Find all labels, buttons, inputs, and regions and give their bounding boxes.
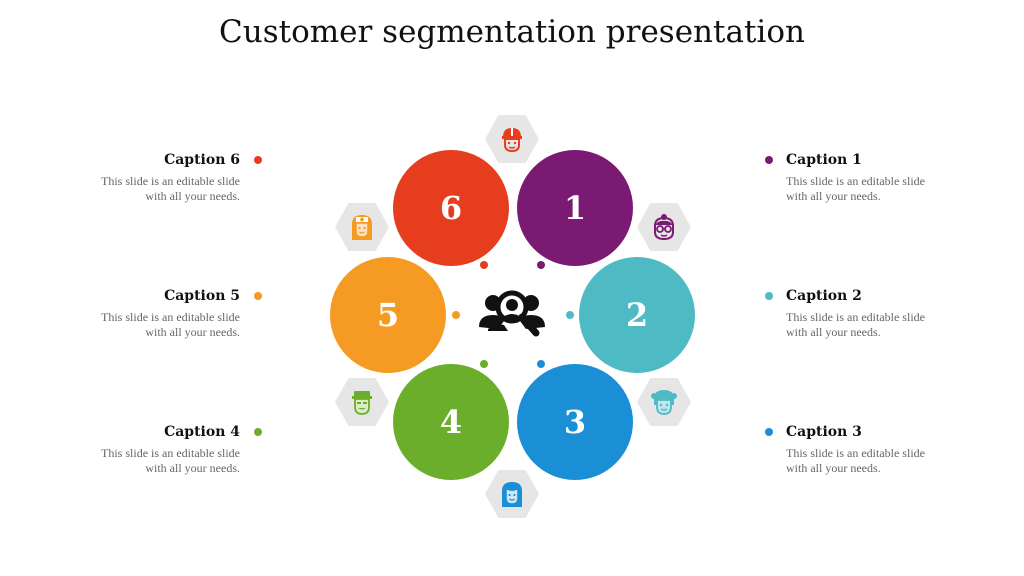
caption-2-line1: This slide is an editable slide — [786, 310, 925, 324]
caption-1-title: Caption 1 — [786, 152, 862, 168]
caption-3: Caption 3 This slide is an editable slid… — [786, 424, 986, 476]
segment-circle-3: 3 — [517, 364, 633, 480]
caption-5-dot — [254, 292, 262, 300]
caption-2-title: Caption 2 — [786, 288, 862, 304]
caption-1-line2: with all your needs. — [786, 189, 881, 203]
caption-2: Caption 2 This slide is an editable slid… — [786, 288, 986, 340]
girl-icon — [637, 378, 691, 426]
segment-circle-2: 2 — [579, 257, 695, 373]
caption-5-text: This slide is an editable slide with all… — [40, 310, 240, 340]
customer-search-icon — [476, 285, 548, 345]
segment-1-number: 1 — [563, 189, 587, 227]
nurse-icon — [335, 203, 389, 251]
man-cap-icon — [335, 378, 389, 426]
caption-2-line2: with all your needs. — [786, 325, 881, 339]
segment-4-number: 4 — [439, 403, 463, 441]
segment-5-number: 5 — [376, 296, 400, 334]
slide-title: Customer segmentation presentation — [219, 14, 805, 50]
segment-6-number: 6 — [439, 189, 463, 227]
woman-icon — [485, 470, 539, 518]
worker-helmet-icon — [485, 115, 539, 163]
segment-circle-4: 4 — [393, 364, 509, 480]
caption-6-dot — [254, 156, 262, 164]
segment-circle-6: 6 — [393, 150, 509, 266]
caption-6-line2: with all your needs. — [145, 189, 240, 203]
caption-2-text: This slide is an editable slide with all… — [786, 310, 986, 340]
inner-dot-3 — [537, 360, 545, 368]
caption-1-text: This slide is an editable slide with all… — [786, 174, 986, 204]
caption-6-title: Caption 6 — [164, 152, 240, 168]
caption-1-dot — [765, 156, 773, 164]
caption-4-dot — [254, 428, 262, 436]
inner-dot-4 — [480, 360, 488, 368]
caption-6: Caption 6 This slide is an editable slid… — [40, 152, 240, 204]
segment-circle-5: 5 — [330, 257, 446, 373]
caption-4: Caption 4 This slide is an editable slid… — [40, 424, 240, 476]
caption-3-line2: with all your needs. — [786, 461, 881, 475]
segment-circle-1: 1 — [517, 150, 633, 266]
caption-3-title: Caption 3 — [786, 424, 862, 440]
caption-3-line1: This slide is an editable slide — [786, 446, 925, 460]
caption-4-title: Caption 4 — [164, 424, 240, 440]
caption-1-line1: This slide is an editable slide — [786, 174, 925, 188]
grandmother-glasses-icon — [637, 203, 691, 251]
caption-4-line2: with all your needs. — [145, 461, 240, 475]
caption-5-title: Caption 5 — [164, 288, 240, 304]
caption-3-dot — [765, 428, 773, 436]
segment-3-number: 3 — [563, 403, 587, 441]
caption-4-text: This slide is an editable slide with all… — [40, 446, 240, 476]
inner-dot-2 — [566, 311, 574, 319]
caption-3-text: This slide is an editable slide with all… — [786, 446, 986, 476]
caption-4-line1: This slide is an editable slide — [101, 446, 240, 460]
caption-1: Caption 1 This slide is an editable slid… — [786, 152, 986, 204]
caption-2-dot — [765, 292, 773, 300]
caption-5-line2: with all your needs. — [145, 325, 240, 339]
inner-dot-5 — [452, 311, 460, 319]
inner-dot-6 — [480, 261, 488, 269]
inner-dot-1 — [537, 261, 545, 269]
caption-5: Caption 5 This slide is an editable slid… — [40, 288, 240, 340]
caption-5-line1: This slide is an editable slide — [101, 310, 240, 324]
segment-2-number: 2 — [625, 296, 649, 334]
caption-6-text: This slide is an editable slide with all… — [40, 174, 240, 204]
caption-6-line1: This slide is an editable slide — [101, 174, 240, 188]
